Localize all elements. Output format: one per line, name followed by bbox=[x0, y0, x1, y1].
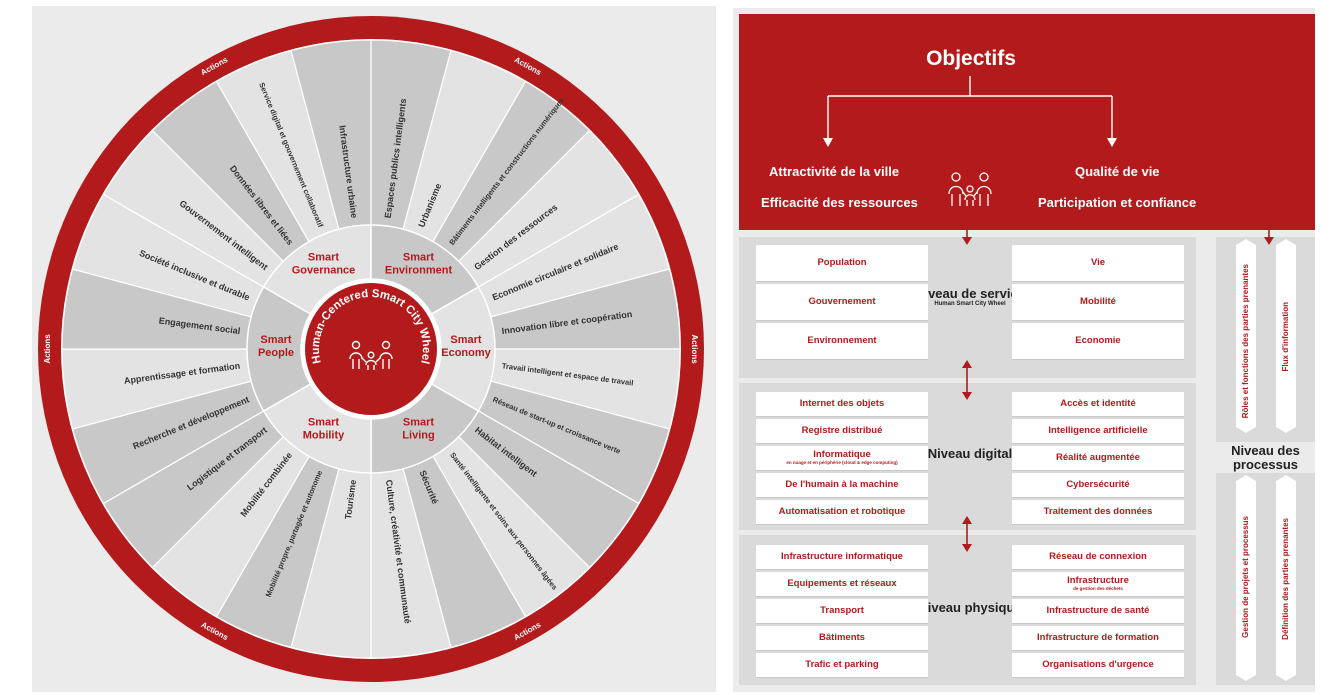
service-left-item-1: Gouvernement bbox=[756, 284, 928, 321]
digital-right-item-1: Intelligence artificielle bbox=[1012, 419, 1184, 444]
process-flux: Flux d'information bbox=[1281, 302, 1290, 372]
service-right-item-1: Mobilité bbox=[1012, 284, 1184, 321]
physical-left-item-3: Bâtiments bbox=[756, 626, 928, 651]
process-roles: Rôles et fonctions des parties prenantes bbox=[1241, 264, 1250, 419]
physical-right-item-0: Réseau de connexion bbox=[1012, 545, 1184, 570]
process-definition: Définition des parties prenantes bbox=[1281, 518, 1290, 640]
digital-right-item-3: Cybersécurité bbox=[1012, 473, 1184, 498]
goal-attractivite: Attractivité de la ville bbox=[769, 164, 900, 179]
service-level-label: Niveau de service Human Smart City Wheel bbox=[905, 286, 1035, 307]
people-icon bbox=[349, 340, 393, 370]
objectives-arrows bbox=[823, 76, 1117, 147]
process-arrow-shapes bbox=[1236, 239, 1296, 681]
physical-right-item-2: Infrastructure de santé bbox=[1012, 599, 1184, 624]
digital-left-item-4: Automatisation et robotique bbox=[756, 500, 928, 525]
digital-left-item-0: Internet des objets bbox=[756, 392, 928, 417]
goal-qualite: Qualité de vie bbox=[1075, 164, 1160, 179]
physical-left-item-0: Infrastructure informatique bbox=[756, 545, 928, 570]
digital-left-item-1: Registre distribué bbox=[756, 419, 928, 444]
wheel-actions-label: Actions bbox=[690, 334, 699, 364]
service-right-item-0: Vie bbox=[1012, 245, 1184, 282]
service-level-subtitle: Human Smart City Wheel bbox=[934, 301, 1006, 307]
digital-right-item-0: Accès et identité bbox=[1012, 392, 1184, 417]
wheel-actions-label: Actions bbox=[43, 334, 52, 364]
physical-left-item-4: Trafic et parking bbox=[756, 653, 928, 678]
objectives-title: Objectifs bbox=[926, 47, 1016, 70]
digital-level-label: Niveau digital bbox=[927, 446, 1013, 461]
service-left-item-0: Population bbox=[756, 245, 928, 282]
service-right-item-2: Economie bbox=[1012, 323, 1184, 360]
wheel-center bbox=[305, 283, 437, 415]
people-icon bbox=[948, 172, 992, 206]
service-level-title: Niveau de service bbox=[915, 286, 1025, 301]
objectives-header: Objectifs Attractivité de la ville Effic… bbox=[739, 14, 1315, 230]
service-left-item-2: Environnement bbox=[756, 323, 928, 360]
digital-right-item-2: Réalité augmentée bbox=[1012, 446, 1184, 471]
process-gestion: Gestion de projets et processus bbox=[1241, 516, 1250, 638]
goal-efficacite: Efficacité des ressources bbox=[761, 195, 918, 210]
goal-participation: Participation et confiance bbox=[1038, 195, 1197, 210]
physical-right-item-4: Organisations d'urgence bbox=[1012, 653, 1184, 678]
physical-level-label: Niveau physique bbox=[918, 600, 1022, 615]
physical-left-item-2: Transport bbox=[756, 599, 928, 624]
digital-right-item-4: Traitement des données bbox=[1012, 500, 1184, 525]
process-level-label: Niveau des processus bbox=[1216, 442, 1315, 474]
physical-right-item-3: Infrastructure de formation bbox=[1012, 626, 1184, 651]
physical-left-item-1: Equipements et réseaux bbox=[756, 572, 928, 597]
digital-left-item-3: De l'humain à la machine bbox=[756, 473, 928, 498]
